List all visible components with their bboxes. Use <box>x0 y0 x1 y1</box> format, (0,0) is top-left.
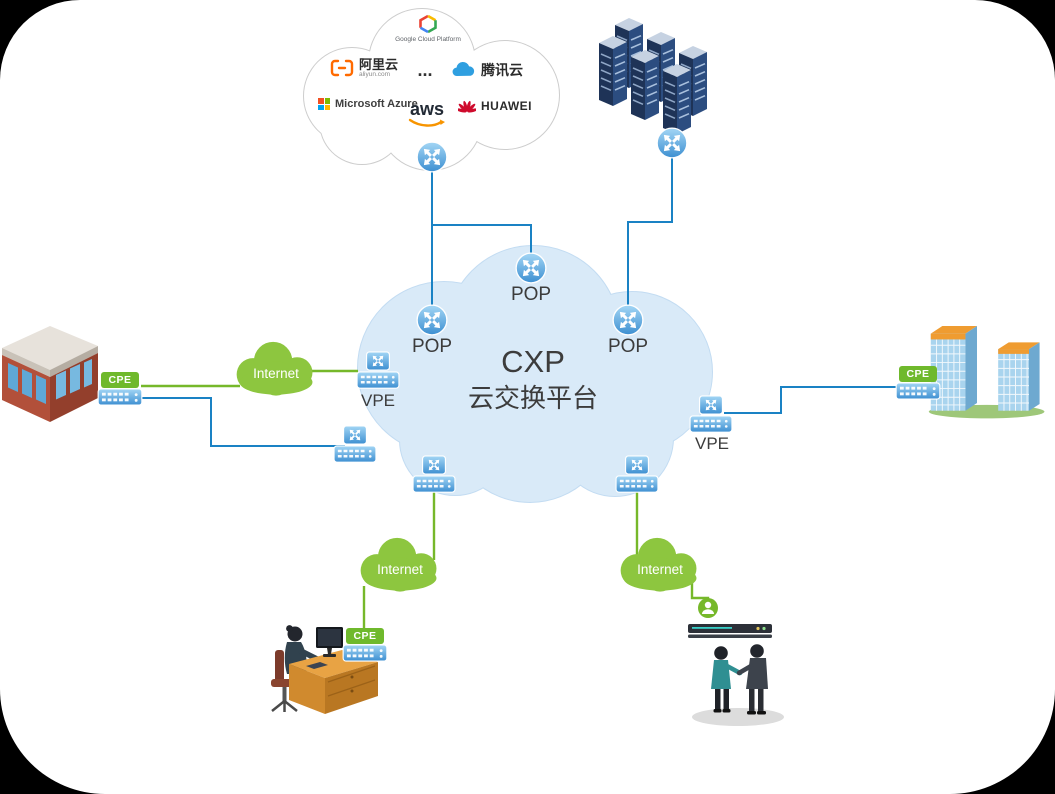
cpe-right-device-icon <box>895 382 941 400</box>
city-buildings-icon <box>928 325 1045 419</box>
cpe-bottom-device-icon <box>342 644 388 662</box>
microsoft-azure-label: Microsoft Azure <box>335 98 418 110</box>
cpe-bottom-badge: CPE <box>346 628 384 644</box>
office-building-icon <box>2 326 98 422</box>
google-cloud-label: Google Cloud Platform <box>395 36 461 43</box>
logo-alibaba-cloud: 阿里云 aliyun.com <box>330 58 398 79</box>
tencent-cloud-label: 腾讯云 <box>481 62 523 78</box>
tencent-cloud-icon <box>452 61 475 77</box>
google-cloud-icon <box>419 14 437 34</box>
green-links <box>141 369 710 630</box>
logo-huawei: HUAWEI <box>458 98 532 114</box>
logo-tencent-cloud: 腾讯云 <box>450 60 523 80</box>
cpe-right-badge: CPE <box>899 366 937 382</box>
logo-aws: aws <box>404 100 450 128</box>
connection-lines <box>141 157 897 630</box>
logo-google-cloud: Google Cloud Platform <box>386 14 470 43</box>
alibaba-cloud-icon <box>330 60 354 77</box>
edge-switch-lower-left-icon <box>334 424 376 462</box>
alibaba-cloud-label: 阿里云 <box>359 57 399 72</box>
datacenter-icon <box>598 17 708 135</box>
provider-cloud-icon <box>303 8 560 171</box>
cxp-subtitle: 云交换平台 <box>467 383 598 413</box>
cpe-left-device-icon <box>97 388 143 406</box>
vpe-right-label: VPE <box>694 434 730 453</box>
cxp-title: CXP <box>501 344 565 379</box>
cxp-cloud-icon <box>357 245 713 503</box>
microsoft-squares-icon <box>318 98 330 110</box>
partners-icon <box>688 598 784 726</box>
cpe-left-badge: CPE <box>101 372 139 388</box>
huawei-flower-icon <box>458 100 476 113</box>
aws-label: aws <box>409 99 445 119</box>
alibaba-domain-label: aliyun.com <box>359 71 391 78</box>
pop-top-label: POP <box>510 284 552 305</box>
logo-microsoft-azure: Microsoft Azure <box>318 98 418 110</box>
more-providers-ellipsis: ... <box>417 60 433 80</box>
huawei-label: HUAWEI <box>481 99 532 113</box>
internet-bottom-right-label: Internet <box>637 562 683 577</box>
internet-left-label: Internet <box>253 366 299 381</box>
internet-bottom-left-label: Internet <box>377 562 423 577</box>
pop-left-label: POP <box>411 336 453 357</box>
vpe-left-label: VPE <box>360 391 396 410</box>
pop-right-label: POP <box>607 336 649 357</box>
aws-smile-icon <box>408 118 445 127</box>
blue-links <box>141 157 897 447</box>
datacenter-router-icon <box>656 127 688 159</box>
